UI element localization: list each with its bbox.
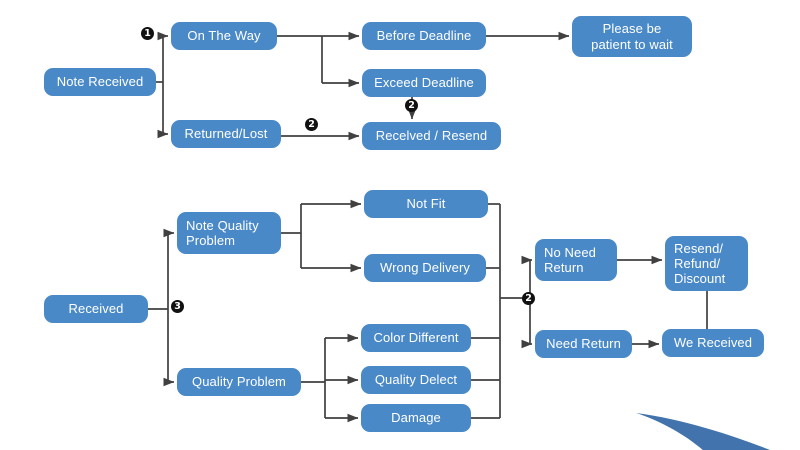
node-received[interactable]: Received (44, 295, 148, 323)
node-not-fit[interactable]: Not Fit (364, 190, 488, 218)
node-we-received[interactable]: We Received (662, 329, 764, 357)
node-note-received[interactable]: Note Received (44, 68, 156, 96)
node-on-the-way[interactable]: On The Way (171, 22, 277, 50)
node-returned-lost[interactable]: Returned/Lost (171, 120, 281, 148)
node-received-resend[interactable]: Recelved / Resend (362, 122, 501, 150)
node-no-need-return[interactable]: No Need Return (535, 239, 617, 281)
step-marker-2: 2 (405, 99, 418, 112)
node-color-different[interactable]: Color Different (361, 324, 471, 352)
step-marker-3: 3 (171, 300, 184, 313)
step-marker-2: 2 (305, 118, 318, 131)
node-exceed-deadline[interactable]: Exceed Deadline (362, 69, 486, 97)
node-resend-refund[interactable]: Resend/ Refund/ Discount (665, 236, 748, 291)
node-wrong-delivery[interactable]: Wrong Delivery (364, 254, 486, 282)
node-need-return[interactable]: Need Return (535, 330, 632, 358)
step-marker-1: 1 (141, 27, 154, 40)
node-damage[interactable]: Damage (361, 404, 471, 432)
node-please-be-patient[interactable]: Please be patient to wait (572, 16, 692, 57)
node-before-deadline[interactable]: Before Deadline (362, 22, 486, 50)
step-marker-2: 2 (522, 292, 535, 305)
node-quality-problem[interactable]: Quality Problem (177, 368, 301, 396)
node-note-quality[interactable]: Note Quality Problem (177, 212, 281, 254)
node-quality-delect[interactable]: Quality Delect (361, 366, 471, 394)
